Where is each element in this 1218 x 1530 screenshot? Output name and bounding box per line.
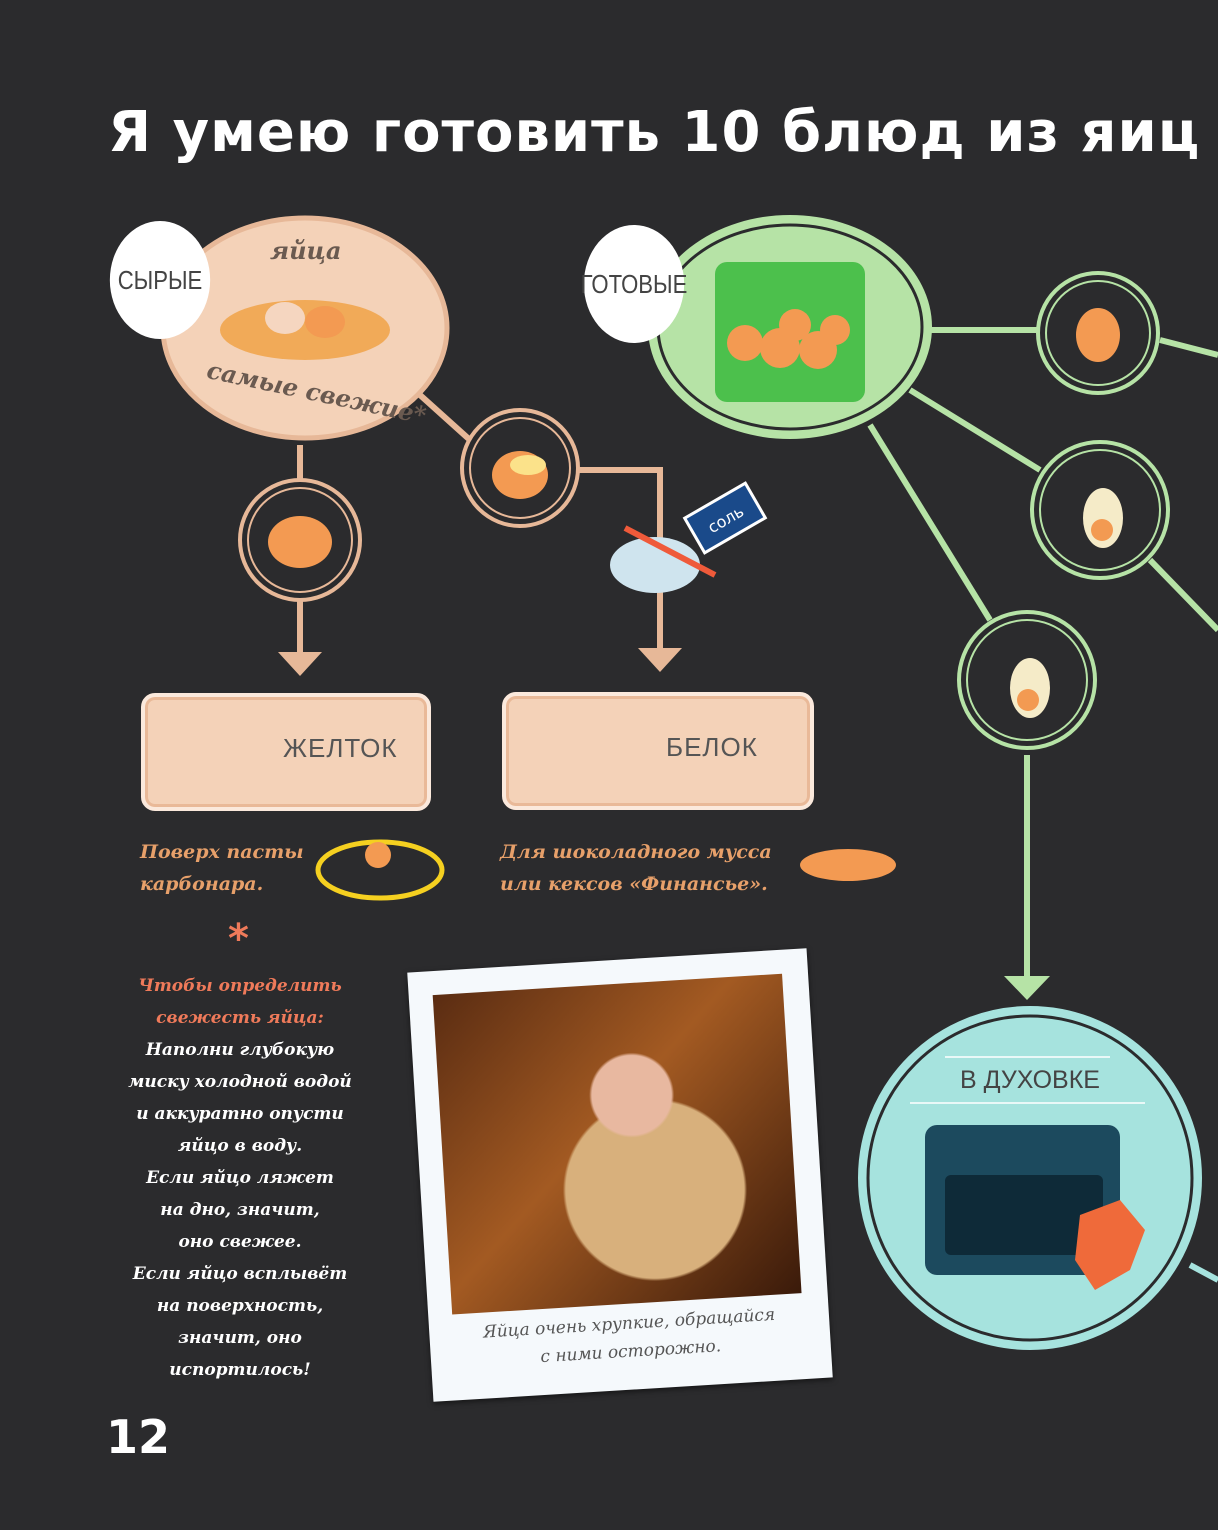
raw-badge: СЫРЫЕ (112, 224, 208, 336)
oven-label: В ДУХОВКЕ (960, 1066, 1100, 1094)
eggs-word: яйца (270, 236, 342, 265)
yolk-label: ЖЕЛТОК (283, 733, 398, 763)
page-number: 12 (106, 1410, 171, 1464)
child-with-egg-photo (432, 973, 802, 1315)
yolk-box: ЖЕЛТОК (141, 693, 431, 811)
page-title: Я умею готовить 10 блюд из яиц (108, 100, 1201, 165)
asterisk: * (228, 916, 249, 962)
ready-badge: ГОТОВЫЕ (581, 228, 687, 340)
white-box: БЕЛОК (502, 692, 814, 810)
white-label: БЕЛОК (666, 732, 758, 762)
